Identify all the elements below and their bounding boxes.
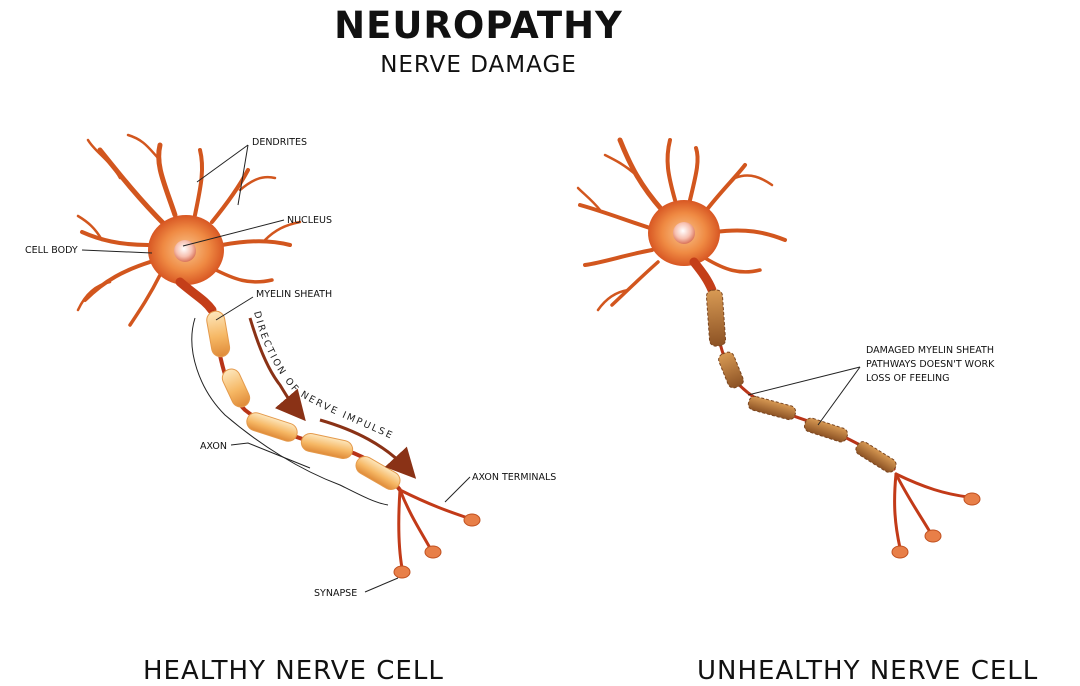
label-nucleus: NUCLEUS xyxy=(287,215,332,226)
damage-label: DAMAGED MYELIN SHEATH PATHWAYS DOESN'T W… xyxy=(866,345,995,384)
myelin-segments xyxy=(206,310,401,490)
terminal-bulb-icon xyxy=(891,545,909,559)
label-myelin-sheath: MYELIN SHEATH xyxy=(256,289,332,300)
damaged-myelin-segments xyxy=(705,289,897,473)
damage-line-1: DAMAGED MYELIN SHEATH xyxy=(866,345,994,356)
healthy-caption: HEALTHY NERVE CELL xyxy=(143,656,444,686)
unhealthy-caption: UNHEALTHY NERVE CELL xyxy=(697,656,1039,686)
terminal-bulb-icon xyxy=(924,529,942,543)
impulse-arrow-icon xyxy=(319,418,417,479)
damage-line-3: LOSS OF FEELING xyxy=(866,373,950,384)
healthy-neuron: DIRECTION OF NERVE IMPULSE xyxy=(76,133,481,579)
label-axon-terminals: AXON TERMINALS xyxy=(472,472,556,483)
label-dendrites: DENDRITES xyxy=(252,137,307,148)
label-synapse: SYNAPSE xyxy=(314,588,357,599)
unhealthy-nucleus xyxy=(673,222,695,244)
label-axon: AXON xyxy=(200,441,227,452)
healthy-dendrites xyxy=(76,133,302,327)
page-subtitle: NERVE DAMAGE xyxy=(380,52,577,78)
healthy-axon-terminals xyxy=(397,488,470,570)
synapse-bulb-icon xyxy=(393,565,411,579)
impulse-arrow-icon xyxy=(248,317,306,422)
unhealthy-neuron xyxy=(576,137,981,559)
terminal-bulb-icon xyxy=(463,513,481,527)
healthy-nucleus xyxy=(174,240,196,262)
label-cell-body: CELL BODY xyxy=(25,245,78,256)
terminal-bulb-icon xyxy=(424,545,442,559)
axon-bracket xyxy=(191,317,389,506)
damage-line-2: PATHWAYS DOESN'T WORK xyxy=(866,359,995,370)
page-title: NEUROPATHY xyxy=(334,4,623,47)
terminal-bulb-icon xyxy=(963,492,981,506)
